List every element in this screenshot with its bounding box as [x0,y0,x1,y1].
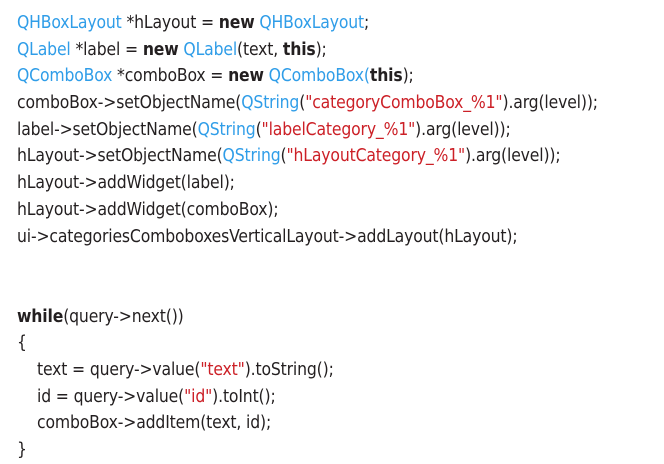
code-line: comboBox->addItem(text, id); [0,410,664,437]
code-token-plain: } [17,440,27,460]
code-token-plain: (query->next()) [63,306,184,327]
code-token-string: "categoryComboBox_%1" [305,93,503,114]
code-token-type: QString [197,119,256,140]
code-token-plain: ( [280,146,287,167]
code-token-plain: *label = [70,39,143,60]
code-token-plain: ).toString(); [244,359,334,380]
code-token-plain: ); [315,39,327,60]
code-token-plain: text = query->value( [37,359,201,380]
code-token-plain: ( [255,119,262,140]
code-token-string: "text" [200,359,245,380]
code-token-type: QComboBox [17,66,113,87]
code-token-kw: new [218,13,255,33]
code-line: hLayout->addWidget(label); [0,170,664,197]
code-token-kw: new [228,66,264,87]
code-token-string: "labelCategory_%1" [261,119,416,140]
code-token-type: QLabel [17,39,71,60]
code-token-plain: { [17,333,27,354]
code-token-plain: ; [364,13,370,33]
code-token-type: QHBoxLayout [259,13,365,33]
code-token-plain: ).arg(level)); [415,119,511,140]
code-token-plain: ( [299,93,306,114]
code-token-type: QHBoxLayout [17,13,122,33]
code-token-plain: ui->categoriesComboboxesVerticalLayout->… [17,226,518,247]
code-line-blank [0,277,664,304]
code-token-type: QString [241,93,300,114]
code-line: { [0,330,664,357]
code-token-kw: new [142,39,179,60]
code-line: comboBox->setObjectName(QString("categor… [0,90,664,117]
code-line: QLabel *label = new QLabel(text, this); [0,37,664,64]
code-line: hLayout->addWidget(comboBox); [0,197,664,224]
code-line: QHBoxLayout *hLayout = new QHBoxLayout; [0,10,664,37]
code-line: while(query->next()) [0,304,664,331]
code-token-kw: this [282,39,316,60]
code-token-plain: ).arg(level)); [502,93,598,114]
code-token-plain: *hLayout = [121,13,219,33]
code-token-plain: label->setObjectName( [17,119,198,140]
code-token-type: QLabel [183,39,238,60]
code-line: id = query->value("id").toInt(); [0,384,664,411]
code-token-kw: while [17,306,64,327]
code-token-string: "hLayoutCategory_%1" [286,146,466,167]
code-line-blank [0,250,664,277]
code-line: ui->categoriesComboboxesVerticalLayout->… [0,224,664,251]
code-token-kw: this [369,66,403,87]
code-line: hLayout->setObjectName(QString("hLayoutC… [0,143,664,170]
code-token-plain: comboBox->addItem(text, id); [37,413,272,434]
code-token-string: "id" [184,386,213,407]
code-token-type: QString [222,146,281,167]
code-line: QComboBox *comboBox = new QComboBox(this… [0,63,664,90]
code-token-plain: ).arg(level)); [465,146,561,167]
code-line: label->setObjectName(QString("labelCateg… [0,117,664,144]
code-token-plain: hLayout->addWidget(label); [17,173,235,194]
code-token-plain: ).toInt(); [212,386,276,407]
code-token-type: QComboBox( [268,66,370,87]
code-token-plain: *comboBox = [112,66,229,87]
code-token-plain: hLayout->setObjectName( [17,146,223,167]
code-line: } [0,437,664,464]
code-line: text = query->value("text").toString(); [0,357,664,384]
code-token-plain: id = query->value( [37,386,185,407]
code-token-plain: ); [402,66,414,87]
code-token-plain: hLayout->addWidget(comboBox); [17,199,279,220]
code-token-plain: comboBox->setObjectName( [17,93,242,114]
code-token-plain: (text, [237,39,283,60]
